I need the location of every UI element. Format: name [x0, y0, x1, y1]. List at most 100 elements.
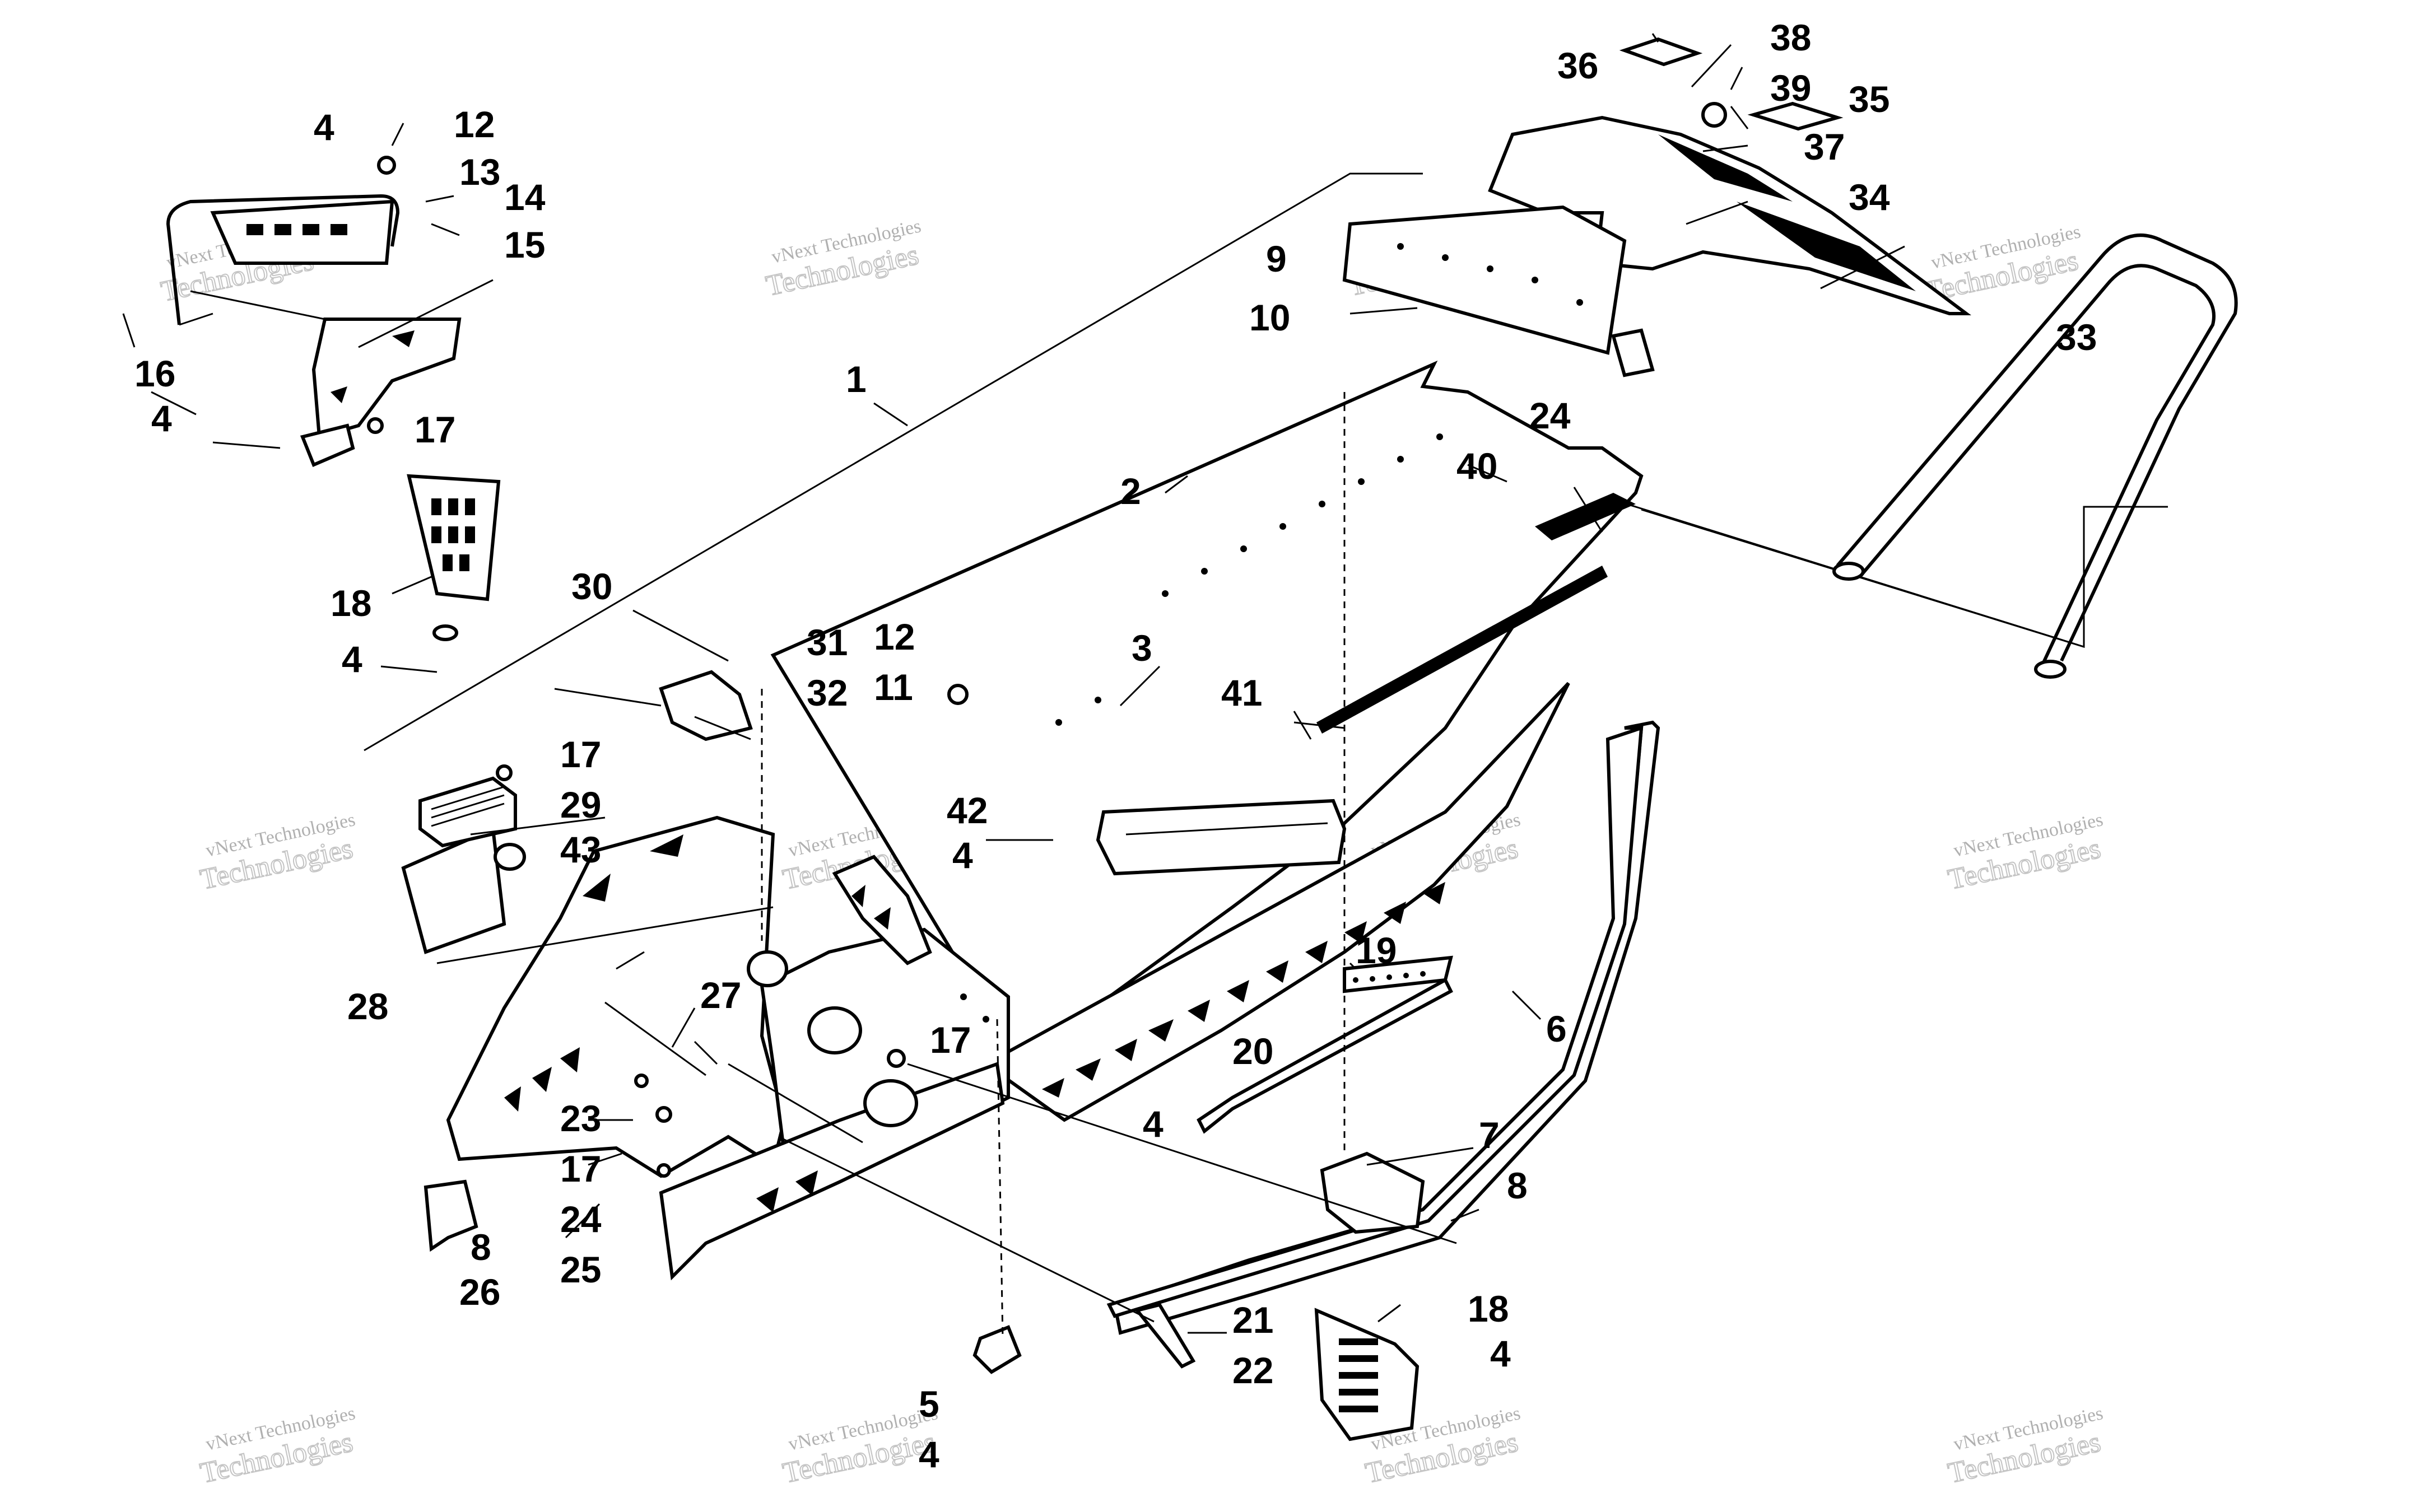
left-foot-plate-cutouts [431, 498, 475, 571]
callout-9: 9 [1266, 238, 1287, 279]
misc-brackets [424, 1151, 1425, 1441]
hardware-leaders [190, 156, 1457, 1339]
watermark: vNext Technologies Technologies [1945, 809, 2105, 897]
rear-bumper-hoop-outer [1836, 234, 2238, 662]
callout-4: 4 [342, 638, 362, 680]
tunnel-side-panel [983, 682, 1570, 1122]
running-board-trim [1197, 977, 1453, 1134]
callout-5: 5 [919, 1383, 939, 1425]
rear-bumper-hoop-inner [1858, 264, 2216, 673]
deck-rivet-holes [960, 433, 1443, 1023]
electronics-box [401, 776, 526, 954]
front-brace-cutouts [504, 834, 818, 1212]
callout-24: 24 [560, 1198, 602, 1240]
callout-34: 34 [1849, 176, 1890, 218]
spindle-support [832, 855, 932, 965]
watermark: vNext Technologies Technologies [197, 1403, 357, 1490]
nut [634, 1074, 649, 1088]
callout-25: 25 [560, 1249, 601, 1290]
callout-38: 38 [1770, 17, 1811, 58]
electronics-box-mount-plate [401, 826, 506, 954]
callout-17: 17 [560, 1148, 601, 1189]
callout-10: 10 [1249, 297, 1290, 338]
control-bracket-body [659, 670, 753, 741]
nut [947, 684, 969, 705]
callout-8: 8 [1507, 1165, 1528, 1206]
right-foot-plate-cutouts [1339, 1338, 1378, 1412]
callout-8: 8 [471, 1226, 491, 1268]
callout-17: 17 [560, 734, 601, 775]
nut [377, 156, 396, 175]
callout-41: 41 [1221, 672, 1262, 713]
callout-17: 17 [415, 409, 455, 450]
callout-29: 29 [560, 784, 601, 825]
callout-43: 43 [560, 829, 601, 870]
callout-21: 21 [1232, 1299, 1273, 1341]
callout-1: 1 [846, 358, 867, 400]
callout-22: 22 [1232, 1350, 1273, 1391]
rear-plate [1342, 205, 1627, 355]
callout-19: 19 [1356, 930, 1397, 971]
decal [1619, 37, 1703, 67]
callout-36: 36 [1557, 45, 1598, 86]
tail-light-vents [1658, 134, 1793, 202]
callout-31: 31 [807, 622, 848, 663]
callout-14: 14 [504, 176, 546, 218]
rear-plate-holes [1397, 243, 1583, 306]
bracket-26 [424, 1179, 478, 1252]
bumper-end-cap [1832, 562, 1865, 581]
nut [887, 1049, 906, 1068]
bumper-mount-bracket [311, 318, 462, 439]
callout-7: 7 [1479, 1114, 1500, 1156]
callout-37: 37 [1804, 126, 1845, 167]
lamp-socket [1701, 102, 1727, 128]
front-bulkhead [446, 815, 787, 1178]
callout-3: 3 [1132, 627, 1152, 669]
running-board-edge [1106, 725, 1644, 1318]
tail-section [1342, 37, 1971, 377]
nut [367, 417, 384, 434]
bumper-side-plate [300, 423, 355, 467]
side-panel-cutouts [1042, 882, 1445, 1098]
rear-wedge-stripe [1535, 493, 1636, 540]
callout-4: 4 [151, 398, 172, 439]
tail-bracket [1611, 328, 1655, 377]
callout-33: 33 [2056, 316, 2097, 358]
callout-27: 27 [700, 974, 741, 1016]
callout-28: 28 [347, 986, 388, 1027]
callout-4: 4 [919, 1434, 939, 1475]
callout-35: 35 [1849, 78, 1890, 120]
callout-32: 32 [807, 672, 848, 713]
tunnel-side-stripe [1316, 566, 1608, 734]
callout-4: 4 [1143, 1103, 1164, 1145]
callout-18: 18 [331, 582, 371, 624]
washer [432, 624, 458, 641]
decal [1747, 101, 1844, 131]
bracket-5 [972, 1325, 1022, 1374]
bulkhead-hole [863, 1079, 918, 1127]
toe-hold-teeth [1353, 971, 1426, 983]
running-board-assembly [1106, 720, 1660, 1335]
callout-18: 18 [1468, 1288, 1509, 1329]
callout-4: 4 [1490, 1333, 1511, 1374]
bumper-end-cap [2034, 660, 2067, 679]
callout-26: 26 [459, 1271, 500, 1313]
left-foot-plate [407, 474, 501, 641]
callout-20: 20 [1232, 1030, 1273, 1072]
callout-15: 15 [504, 224, 545, 265]
callout-42: 42 [947, 790, 988, 831]
watermark: vNext Technologies Technologies [197, 809, 357, 897]
control-bracket [554, 670, 753, 741]
callout-30: 30 [571, 566, 612, 607]
leader-lines [122, 33, 1905, 1334]
callout-4: 4 [952, 834, 973, 876]
callout-2: 2 [1120, 470, 1141, 512]
bulkhead-hole [807, 1006, 862, 1054]
watermark: vNext Technologies Technologies [1945, 1403, 2105, 1490]
regulator-fins [431, 786, 505, 827]
callout-12: 12 [454, 104, 495, 145]
nut [655, 1106, 672, 1123]
front-bumper-assembly [166, 194, 462, 467]
front-bumper-loop [166, 194, 400, 325]
bumper-plate-cutouts [246, 224, 347, 235]
